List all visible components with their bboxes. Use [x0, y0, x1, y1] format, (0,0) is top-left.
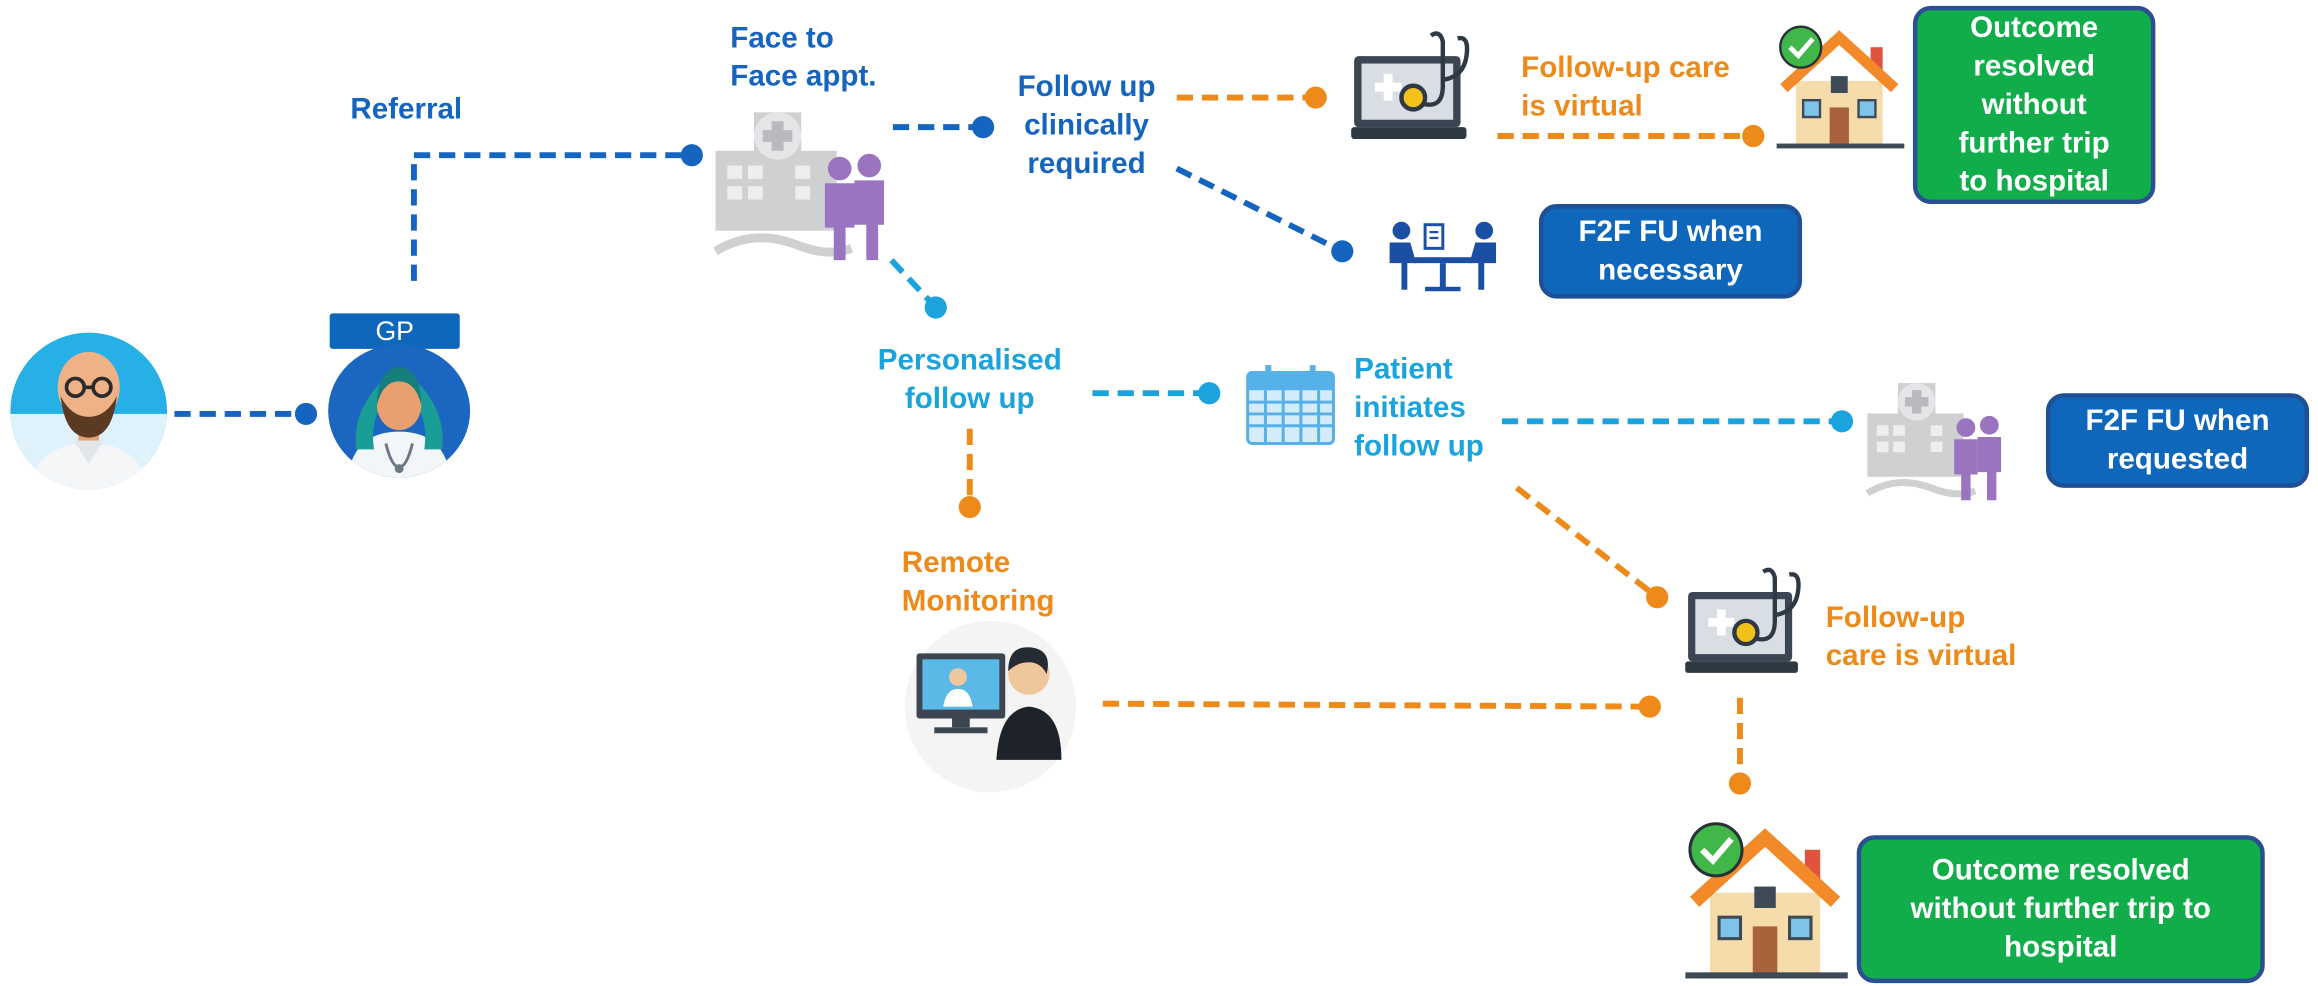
gp-tag: GP	[329, 313, 460, 349]
label-referral: Referral	[350, 93, 463, 126]
hospital-icon	[713, 112, 885, 261]
dot-outcome-top	[1742, 124, 1765, 148]
dot-followup	[971, 116, 995, 139]
remote-monitoring-icon	[904, 620, 1077, 793]
gp-doctor-icon	[328, 344, 471, 478]
face-to-face-meeting-icon	[1389, 221, 1497, 292]
virtual-care-laptop-icon	[1351, 31, 1470, 139]
dot-virtual-top	[1304, 86, 1327, 109]
dot-referral	[680, 144, 703, 167]
line-patient-virtual	[1514, 485, 1659, 600]
dot-remote	[958, 495, 981, 519]
box-outcome-resolved-top: Outcome resolved without further trip to…	[1912, 5, 2156, 205]
home-check-icon-bottom	[1685, 822, 1848, 979]
label-follow-up-clinically-required: Follow up clinically required	[1017, 70, 1156, 181]
dot-f2f-meeting	[1331, 240, 1354, 263]
line-followup-f2f-meeting	[1175, 165, 1344, 254]
line-remote-virtual	[1102, 700, 1650, 710]
line-gp-referral	[410, 152, 692, 281]
virtual-care-laptop-icon-bottom	[1685, 567, 1801, 673]
dot-gp	[294, 402, 318, 426]
dot-personalised	[924, 296, 947, 319]
hospital-icon-requested	[1865, 383, 2002, 501]
dot-f2f-requested	[1830, 410, 1854, 433]
label-follow-up-virtual-top: Follow-up care is virtual	[1521, 51, 1730, 123]
box-outcome-resolved-bottom: Outcome resolved without further trip to…	[1856, 835, 2265, 984]
calendar-icon	[1246, 365, 1335, 445]
dot-virtual-bottom	[1646, 586, 1669, 609]
dot-calendar	[1198, 382, 1221, 405]
label-patient-initiates: Patient initiates follow up	[1354, 353, 1484, 463]
patient-avatar-icon	[10, 332, 168, 490]
home-check-icon	[1776, 25, 1905, 149]
dot-remote-virtual	[1638, 695, 1661, 718]
box-f2f-when-requested: F2F FU when requested	[2045, 393, 2310, 488]
label-personalised-follow-up: Personalised follow up	[877, 344, 1062, 416]
dot-outcome-bottom	[1728, 772, 1752, 795]
label-remote-monitoring: Remote Monitoring	[901, 546, 1055, 618]
label-follow-up-virtual-bottom: Follow-up care is virtual	[1825, 601, 2017, 673]
box-f2f-when-necessary: F2F FU when necessary	[1538, 204, 1803, 299]
label-face-to-face: Face to Face appt.	[730, 22, 877, 94]
